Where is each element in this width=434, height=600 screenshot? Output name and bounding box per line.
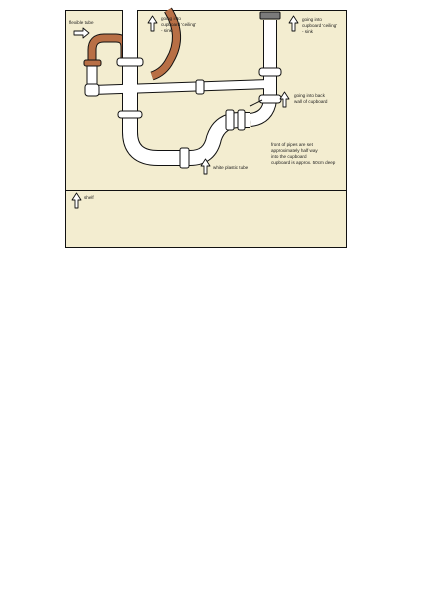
outline-arrow-icon [200,158,211,175]
flexible-tube-label: flexible tube [69,20,94,25]
collar-right-top [258,67,282,77]
back-wall-marker [249,99,263,107]
collar-horizontal-mid [195,79,205,95]
label-arrows [71,15,299,209]
collar-flexi-junction [83,59,102,67]
sink-right-label: going into cupboard 'ceiling' - sink [302,17,339,34]
collar-trap-right [225,109,235,131]
outline-arrow-icon [147,15,158,32]
grey-nut-right [259,11,281,20]
outline-arrow-icon [73,27,90,39]
outline-arrow-icon [279,91,290,108]
collar-left-mid [117,110,143,119]
outline-arrow-icon [71,192,82,209]
back-wall-label: going into back wall of cupboard [294,93,328,104]
collar-right-lower [258,94,282,104]
collar-flexi-left [84,83,100,97]
shelf-label: shelf [84,195,94,200]
cupboard-note: front of pipes are set approximately hal… [271,142,336,165]
pipe-fittings [83,11,282,169]
cupboard-interior [65,10,347,248]
collar-trap-end [237,109,246,131]
white-plastic-tube-label: white plastic tube [213,165,249,170]
collar-left-top [116,57,144,67]
outline-arrow-icon [288,15,299,32]
collar-trap-bottom [179,147,190,169]
sink-left-label: going into cupboard 'ceiling' - sink [161,16,198,33]
